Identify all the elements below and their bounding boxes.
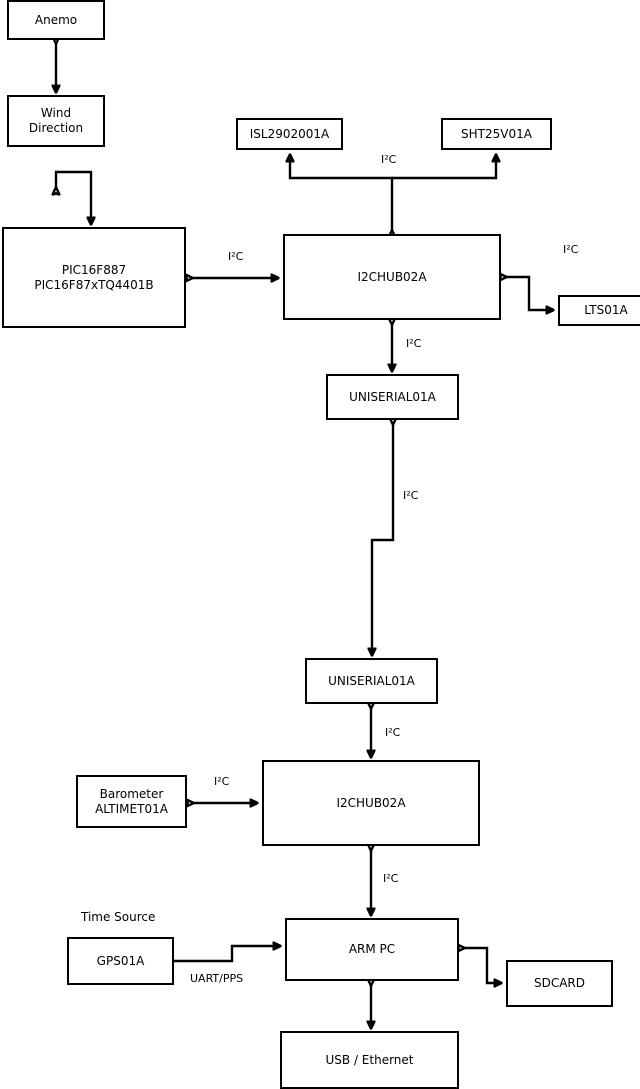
node-usb-ethernet-label: USB / Ethernet [325, 1052, 414, 1067]
node-arm-pc-label: ARM PC [348, 942, 396, 956]
edge-armpc-sdcard [464, 948, 501, 983]
node-barometer-altimet01a[interactable]: Barometer ALTIMET01A [76, 775, 187, 828]
node-gps01a-label: GPS01A [96, 953, 145, 968]
edge-label-i2c-uniserial-link: I²C [403, 489, 419, 502]
node-lts01a-label: LTS01A [584, 303, 628, 317]
node-i2chub02a-top-label: I2CHUB02A [357, 269, 427, 284]
edge-label-i2c-hub-uniserial: I²C [406, 337, 422, 350]
edge-label-i2c-pic-hub: I²C [228, 250, 244, 263]
edge-hubtop-isl [290, 155, 392, 231]
node-usb-ethernet[interactable]: USB / Ethernet [280, 1031, 459, 1089]
node-sdcard[interactable]: SDCARD [506, 960, 613, 1007]
edge-hubtop-lts [506, 277, 553, 310]
node-gps01a[interactable]: GPS01A [67, 937, 174, 985]
node-arm-pc[interactable]: ARM PC [285, 918, 459, 981]
edge-label-i2c-hub-lts: I²C [563, 243, 579, 256]
node-sht25v01a[interactable]: SHT25V01A [441, 118, 552, 150]
node-uniserial01a-lower[interactable]: UNISERIAL01A [305, 658, 438, 704]
node-isl2902001a-label: ISL2902001A [249, 126, 330, 141]
label-time-source: Time Source [81, 910, 156, 924]
edge-label-i2c-hub-armpc: I²C [383, 872, 399, 885]
node-pic-mcu-label: PIC16F887 PIC16F87xTQ4401B [34, 262, 154, 292]
node-wind-direction-label: Wind Direction [28, 106, 84, 135]
node-barometer-altimet01a-label: Barometer ALTIMET01A [95, 786, 168, 816]
node-pic-mcu[interactable]: PIC16F887 PIC16F87xTQ4401B [2, 227, 186, 328]
edge-uniserial-link [372, 424, 393, 655]
node-lts01a[interactable]: LTS01A [558, 295, 640, 326]
node-i2chub02a-bottom-label: I2CHUB02A [336, 795, 406, 810]
edge-label-uart-pps: UART/PPS [190, 972, 244, 985]
edge-hubtop-sht [392, 155, 496, 180]
node-i2chub02a-top[interactable]: I2CHUB02A [283, 234, 501, 320]
node-uniserial01a-upper[interactable]: UNISERIAL01A [326, 374, 459, 420]
node-uniserial01a-upper-label: UNISERIAL01A [349, 389, 436, 404]
node-anemo[interactable]: Anemo [7, 0, 105, 40]
node-sdcard-label: SDCARD [533, 976, 586, 990]
edge-label-i2c-barometer-hub: I²C [214, 775, 230, 788]
node-sht25v01a-label: SHT25V01A [461, 126, 532, 141]
node-uniserial01a-lower-label: UNISERIAL01A [328, 673, 415, 688]
node-i2chub02a-bottom[interactable]: I2CHUB02A [262, 760, 480, 846]
node-wind-direction[interactable]: Wind Direction [7, 95, 105, 147]
edge-label-i2c-hub-sensors: I²C [381, 153, 397, 166]
edge-label-i2c-uniserial-hub: I²C [385, 726, 401, 739]
node-isl2902001a[interactable]: ISL2902001A [236, 118, 343, 150]
edge-gps-armpc [174, 946, 280, 963]
edge-wind-pic [56, 170, 91, 224]
node-anemo-label: Anemo [34, 12, 78, 27]
